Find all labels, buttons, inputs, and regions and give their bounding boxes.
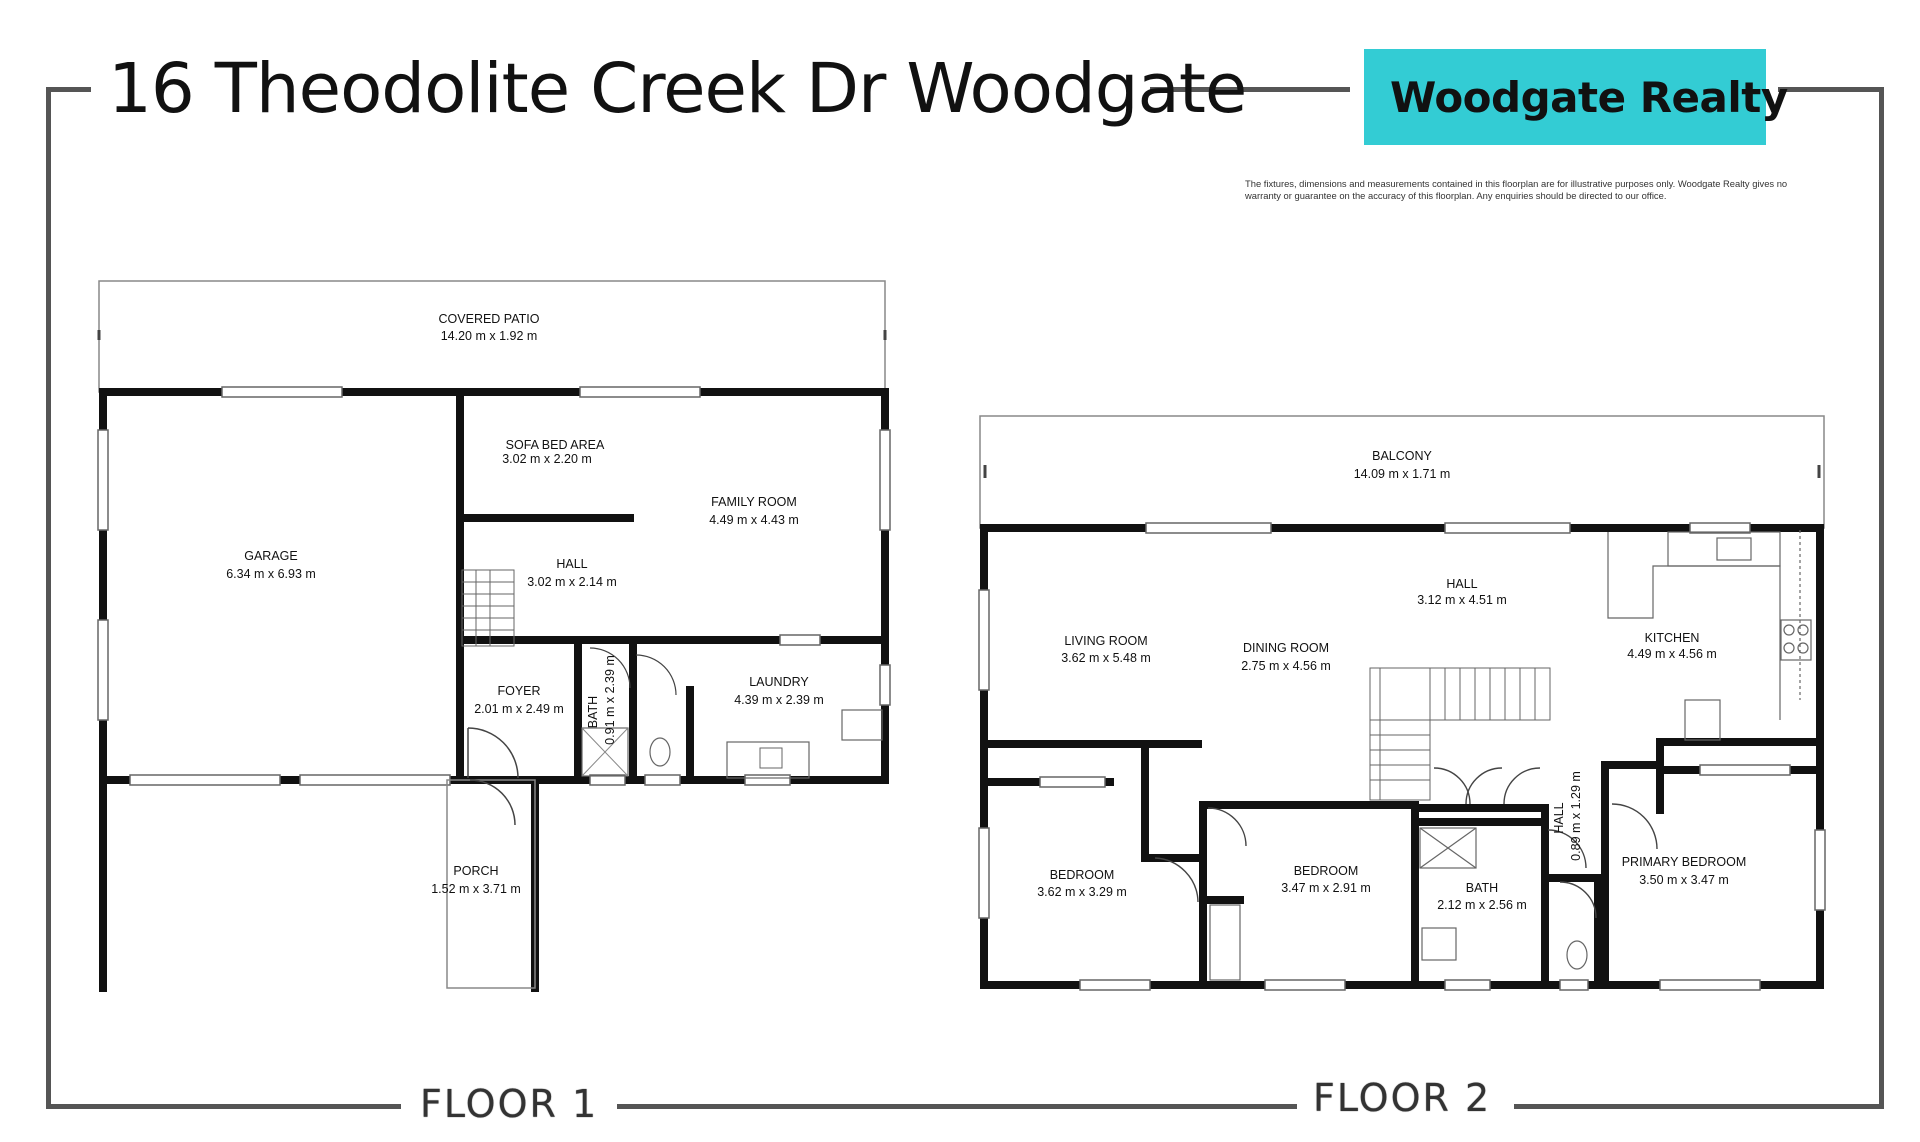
floor2-label: FLOOR 2 <box>1313 1076 1492 1120</box>
f1-garage-name: GARAGE <box>244 549 298 563</box>
f2-living-dim: 3.62 m x 5.48 m <box>1061 651 1151 665</box>
f1-hall-dim: 3.02 m x 2.14 m <box>527 575 617 589</box>
f1-foyer-name: FOYER <box>497 684 540 698</box>
frame-left <box>46 87 51 1109</box>
f1-porch-outline <box>446 779 536 989</box>
f2-hall-dim: 3.12 m x 4.51 m <box>1417 593 1507 607</box>
page-title: 16 Theodolite Creek Dr Woodgate <box>108 49 1247 129</box>
f1-porch-dim: 1.52 m x 3.71 m <box>431 882 521 896</box>
f2-bed1-dim: 3.62 m x 3.29 m <box>1037 885 1127 899</box>
f1-family-name: FAMILY ROOM <box>711 495 797 509</box>
floor2-plan: BALCONY 14.09 m x 1.71 m HALL 3.12 m x 4… <box>978 415 1826 991</box>
f2-stairs <box>1369 667 1551 801</box>
frame-bottom-left <box>46 1104 401 1109</box>
f2-kitchen-dim: 4.49 m x 4.56 m <box>1627 647 1717 661</box>
f2-bath-dim: 2.12 m x 2.56 m <box>1437 898 1527 912</box>
frame-right <box>1879 87 1884 1109</box>
f1-hall-name: HALL <box>556 557 587 571</box>
f2-living-name: LIVING ROOM <box>1064 634 1147 648</box>
f2-kitchen-fixtures <box>1607 530 1812 741</box>
brand-name: Woodgate Realty <box>1390 72 1788 122</box>
f2-balcony-name: BALCONY <box>1372 449 1432 463</box>
f2-hall2-name: HALL <box>1552 802 1566 833</box>
f2-kitchen-name: KITCHEN <box>1645 631 1700 645</box>
f2-bed2-dim: 3.47 m x 2.91 m <box>1281 881 1371 895</box>
f1-porch-name: PORCH <box>453 864 498 878</box>
frame-top-left <box>46 87 91 92</box>
frame-bottom-middle <box>617 1104 1297 1109</box>
f1-laundry-name: LAUNDRY <box>749 675 809 689</box>
f2-dining-name: DINING ROOM <box>1243 641 1329 655</box>
f2-balcony-dim: 14.09 m x 1.71 m <box>1354 467 1451 481</box>
f2-primary-dim: 3.50 m x 3.47 m <box>1639 873 1729 887</box>
floor1-label: FLOOR 1 <box>420 1082 599 1126</box>
f2-hall2-dim: 0.89 m x 1.29 m <box>1569 771 1583 861</box>
f1-patio-dim: 14.20 m x 1.92 m <box>441 329 538 343</box>
f1-laundry-dim: 4.39 m x 2.39 m <box>734 693 824 707</box>
f1-stairs <box>461 569 515 647</box>
f2-bath-name: BATH <box>1466 881 1498 895</box>
f2-hall-name: HALL <box>1446 577 1477 591</box>
f2-primary-name: PRIMARY BEDROOM <box>1622 855 1747 869</box>
f2-bed1-name: BEDROOM <box>1050 868 1115 882</box>
frame-bottom-right <box>1514 1104 1884 1109</box>
brand-logo: Woodgate Realty <box>1364 49 1788 145</box>
f2-bed2-name: BEDROOM <box>1294 864 1359 878</box>
f2-dining-dim: 2.75 m x 4.56 m <box>1241 659 1331 673</box>
frame-top-right <box>1778 87 1884 92</box>
f1-bath-name: BATH <box>586 696 600 728</box>
disclaimer-text: The fixtures, dimensions and measurement… <box>1245 178 1788 201</box>
f1-sofa-dim: 3.02 m x 2.20 m <box>502 452 592 466</box>
f1-sofa-name: SOFA BED AREA <box>506 438 605 452</box>
f1-garage-dim: 6.34 m x 6.93 m <box>226 567 316 581</box>
f1-family-dim: 4.49 m x 4.43 m <box>709 513 799 527</box>
f1-patio-name: COVERED PATIO <box>439 312 540 326</box>
frame-top-middle <box>1150 87 1350 92</box>
f1-bath-dim: 0.91 m x 2.39 m <box>603 655 617 745</box>
f1-foyer-dim: 2.01 m x 2.49 m <box>474 702 564 716</box>
floor1-plan: COVERED PATIO 14.20 m x 1.92 m GARAGE 6.… <box>97 280 891 992</box>
